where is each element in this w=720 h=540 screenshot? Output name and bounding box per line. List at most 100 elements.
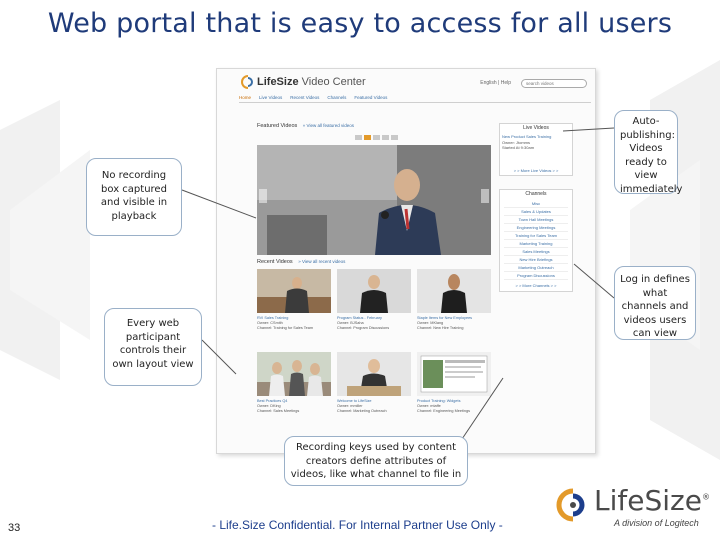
callout-log-in: Log in defines what channels and videos … — [614, 266, 696, 340]
video-card-title[interactable]: Product Training: Widgets — [417, 399, 461, 403]
live-videos-panel: Live Videos New Product Sales Training O… — [499, 123, 573, 176]
live-item-started: Started At 9:30am — [502, 145, 535, 150]
channel-item[interactable]: Training for Sales Team — [504, 232, 568, 240]
pager-dot[interactable] — [382, 135, 389, 140]
nav-recent-videos[interactable]: Recent Videos — [290, 95, 320, 100]
video-card-meta: Program Status - February Owner: BJSaha … — [337, 314, 411, 346]
video-card-owner: Owner: MKlang — [417, 321, 444, 325]
background-decoration-right — [630, 60, 720, 460]
featured-videos-title: Featured Videos — [257, 123, 298, 129]
channels-panel: Channels Misc Sales & Updates Town Hall … — [499, 189, 573, 292]
video-card-meta: Best Practices Q4 Owner: DKing Channel: … — [257, 397, 331, 429]
recent-videos-title: Recent Videos — [257, 259, 293, 265]
featured-pager — [355, 135, 398, 140]
video-card-title[interactable]: Welcome to LifeSize — [337, 399, 372, 403]
lifesize-logo-icon — [241, 75, 253, 89]
live-item-owner: Owner: Jtomms — [502, 139, 531, 145]
more-channels-link[interactable]: > > More Channels > > — [515, 283, 557, 288]
video-card-owner: Owner: mmiller — [337, 404, 363, 408]
video-card-title[interactable]: Staple Items for New Employees — [417, 316, 473, 320]
nav-channels[interactable]: Channels — [327, 95, 347, 100]
slide-title: Web portal that is easy to access for al… — [47, 8, 673, 39]
video-card[interactable]: Program Status - February Owner: BJSaha … — [337, 269, 411, 346]
channel-item[interactable]: Engineering Meetings — [504, 224, 568, 232]
search-input[interactable]: search videos — [521, 79, 587, 88]
callout-no-recording: No recording box captured and visible in… — [86, 158, 182, 236]
video-thumbnail[interactable] — [417, 269, 491, 313]
channel-item[interactable]: Town Hall Meetings — [504, 216, 568, 224]
nav-live-videos[interactable]: Live Videos — [259, 95, 283, 100]
nav-home[interactable]: Home — [239, 95, 252, 100]
video-card-meta: RVI Sales Training Owner: CSmith Channel… — [257, 314, 331, 346]
video-thumbnail[interactable] — [257, 269, 331, 313]
video-card-owner: Owner: BJSaha — [337, 321, 364, 325]
video-card-meta: Product Training: Widgets Owner: mtaffe … — [417, 397, 491, 429]
channel-item[interactable]: Program Discussions — [504, 272, 568, 280]
previous-arrow-icon[interactable] — [259, 189, 267, 203]
channel-list: Misc Sales & Updates Town Hall Meetings … — [500, 198, 572, 282]
video-thumbnail[interactable] — [337, 352, 411, 396]
channel-item[interactable]: Misc — [504, 200, 568, 208]
recent-videos-heading: Recent Videos » View all recent videos — [257, 259, 345, 265]
recent-videos-link[interactable]: » View all recent videos — [298, 259, 346, 264]
featured-videos-heading: Featured Videos » View all featured vide… — [257, 123, 354, 129]
presenter-photo — [257, 145, 491, 255]
callout-web-participant: Every web participant controls their own… — [104, 308, 202, 386]
callout-recording-keys: Recording keys used by content creators … — [284, 436, 468, 486]
video-card-channel: Channel: Marketing Outreach — [337, 409, 387, 413]
brand-name: LifeSize® — [594, 484, 710, 517]
channel-item[interactable]: New Hire Briefings — [504, 256, 568, 264]
video-card-owner: Owner: DKing — [257, 404, 281, 408]
live-item-title[interactable]: New Product Sales Training — [502, 134, 552, 139]
utility-links[interactable]: English | Help — [480, 80, 511, 86]
slide-number: 33 — [8, 522, 21, 534]
lifesize-brand: LifeSize® A division of Logitech — [556, 484, 710, 532]
video-card[interactable]: Staple Items for New Employees Owner: MK… — [417, 269, 491, 346]
pager-dot[interactable] — [373, 135, 380, 140]
video-card-channel: Channel: Sales Meetings — [257, 409, 300, 413]
video-thumbnail[interactable] — [417, 352, 491, 396]
video-center-header: LifeSize Video Center English | Help sea… — [235, 73, 595, 97]
callout-auto-publishing: Auto-publishing: Videos ready to view im… — [614, 110, 682, 195]
video-card-channel: Channel: New Hire Training — [417, 326, 464, 330]
video-card-channel: Channel: Engineering Meetings — [417, 409, 470, 413]
featured-video-player[interactable] — [257, 145, 491, 255]
video-card-title[interactable]: RVI Sales Training — [257, 316, 289, 320]
live-videos-title: Live Videos — [523, 125, 549, 131]
pager-dot-active[interactable] — [364, 135, 371, 140]
confidential-footer: - Life.Size Confidential. For Internal P… — [212, 518, 503, 532]
video-card[interactable]: Welcome to LifeSize Owner: mmiller Chann… — [337, 352, 411, 429]
video-card-title[interactable]: Program Status - February — [337, 316, 382, 320]
brand-name-text: LifeSize — [594, 484, 702, 517]
next-arrow-icon[interactable] — [481, 189, 489, 203]
video-card-meta: Welcome to LifeSize Owner: mmiller Chann… — [337, 397, 411, 429]
video-thumbnail[interactable] — [257, 352, 331, 396]
channel-item[interactable]: Sales & Updates — [504, 208, 568, 216]
video-center-logo-text: LifeSize — [257, 76, 299, 88]
video-thumbnail[interactable] — [337, 269, 411, 313]
nav-featured-videos[interactable]: Featured Videos — [354, 95, 388, 100]
brand-tagline: A division of Logitech — [614, 518, 699, 528]
channel-item[interactable]: Sales Meetings — [504, 248, 568, 256]
video-center-logo-sub: Video Center — [301, 76, 366, 88]
featured-videos-link[interactable]: » View all featured videos — [302, 123, 354, 128]
video-center-screenshot: LifeSize Video Center English | Help sea… — [216, 68, 596, 454]
live-video-item[interactable]: New Product Sales Training Owner: Jtomms… — [500, 132, 572, 166]
video-card[interactable]: RVI Sales Training Owner: CSmith Channel… — [257, 269, 331, 346]
pager-dot[interactable] — [355, 135, 362, 140]
channel-item[interactable]: Marketing Outreach — [504, 264, 568, 272]
more-live-videos-link[interactable]: > > More Live Videos > > — [513, 168, 559, 173]
video-card[interactable]: Product Training: Widgets Owner: mtaffe … — [417, 352, 491, 429]
pager-dot[interactable] — [391, 135, 398, 140]
video-card-channel: Channel: Training for Sales Team — [257, 326, 314, 330]
video-center-nav: Home Live Videos Recent Videos Channels … — [239, 93, 591, 103]
video-card-title[interactable]: Best Practices Q4 — [257, 399, 288, 403]
channel-item[interactable]: Marketing Training — [504, 240, 568, 248]
video-card-channel: Channel: Program Discussions — [337, 326, 390, 330]
background-decoration-left — [0, 100, 90, 380]
video-card-owner: Owner: mtaffe — [417, 404, 441, 408]
recent-videos-grid: RVI Sales Training Owner: CSmith Channel… — [257, 269, 493, 429]
lifesize-brand-icon — [556, 488, 585, 522]
video-card[interactable]: Best Practices Q4 Owner: DKing Channel: … — [257, 352, 331, 429]
channels-title: Channels — [525, 191, 547, 197]
